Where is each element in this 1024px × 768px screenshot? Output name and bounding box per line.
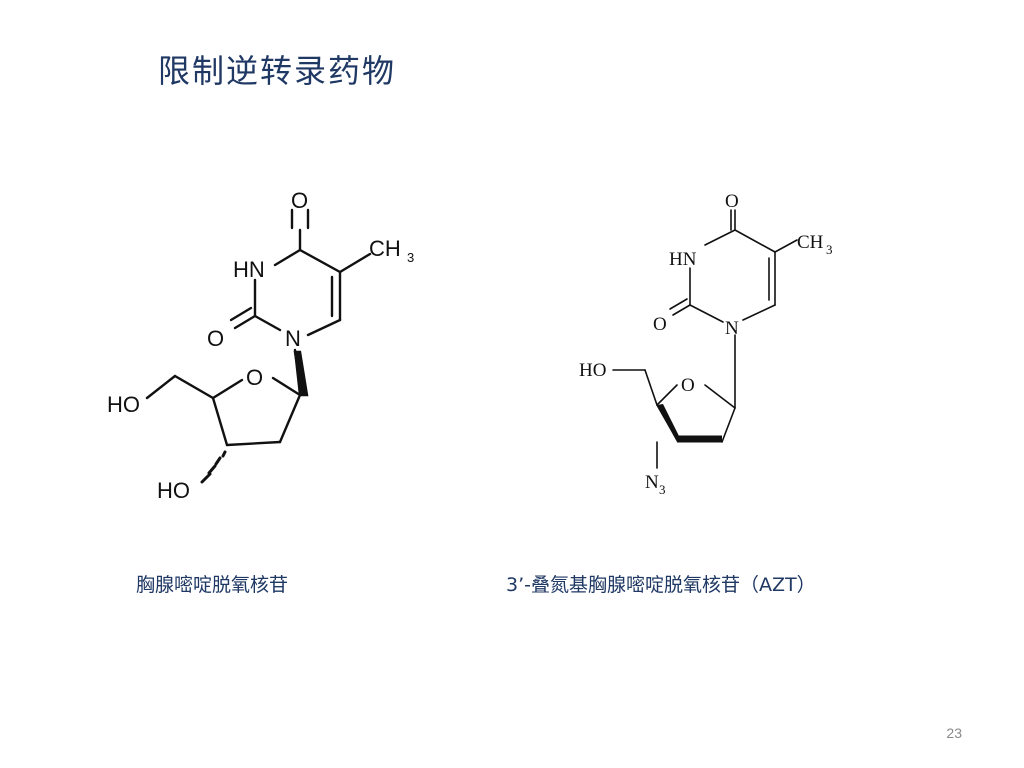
thymidine-caption: 胸腺嘧啶脱氧核苷: [136, 574, 289, 596]
atom-label: 3: [659, 482, 666, 497]
atom-label: HO: [579, 360, 606, 381]
atom-label: N: [285, 326, 301, 351]
atom-label: O: [291, 188, 308, 213]
atom-label: HN: [233, 257, 265, 282]
atom-label: HN: [669, 249, 697, 270]
atom-label: 3: [826, 242, 833, 257]
atom-label: HO: [157, 478, 190, 503]
slide-title: 限制逆转录药物: [158, 52, 397, 90]
atom-label: 3: [407, 250, 414, 265]
atom-label: CH: [797, 232, 824, 253]
thymidine-structure: O HN O N CH 3 O HO HO: [95, 180, 435, 510]
azt-structure: O HN O N CH 3 O HO N 3: [565, 180, 865, 500]
atom-label: CH: [369, 236, 401, 261]
atom-label: N: [645, 472, 659, 493]
page-number: 23: [946, 725, 962, 741]
atom-label: O: [246, 365, 263, 390]
atom-label: O: [681, 375, 695, 396]
atom-label: O: [207, 326, 224, 351]
azt-svg: O HN O N CH 3 O HO N 3: [579, 191, 833, 497]
atom-label: N: [725, 318, 739, 339]
azt-caption: 3’-叠氮基胸腺嘧啶脱氧核苷（AZT）: [506, 574, 816, 596]
thymidine-svg: O HN O N CH 3 O HO HO: [107, 188, 414, 503]
atom-label: HO: [107, 392, 140, 417]
atom-label: O: [653, 314, 667, 335]
atom-label: O: [725, 191, 739, 212]
